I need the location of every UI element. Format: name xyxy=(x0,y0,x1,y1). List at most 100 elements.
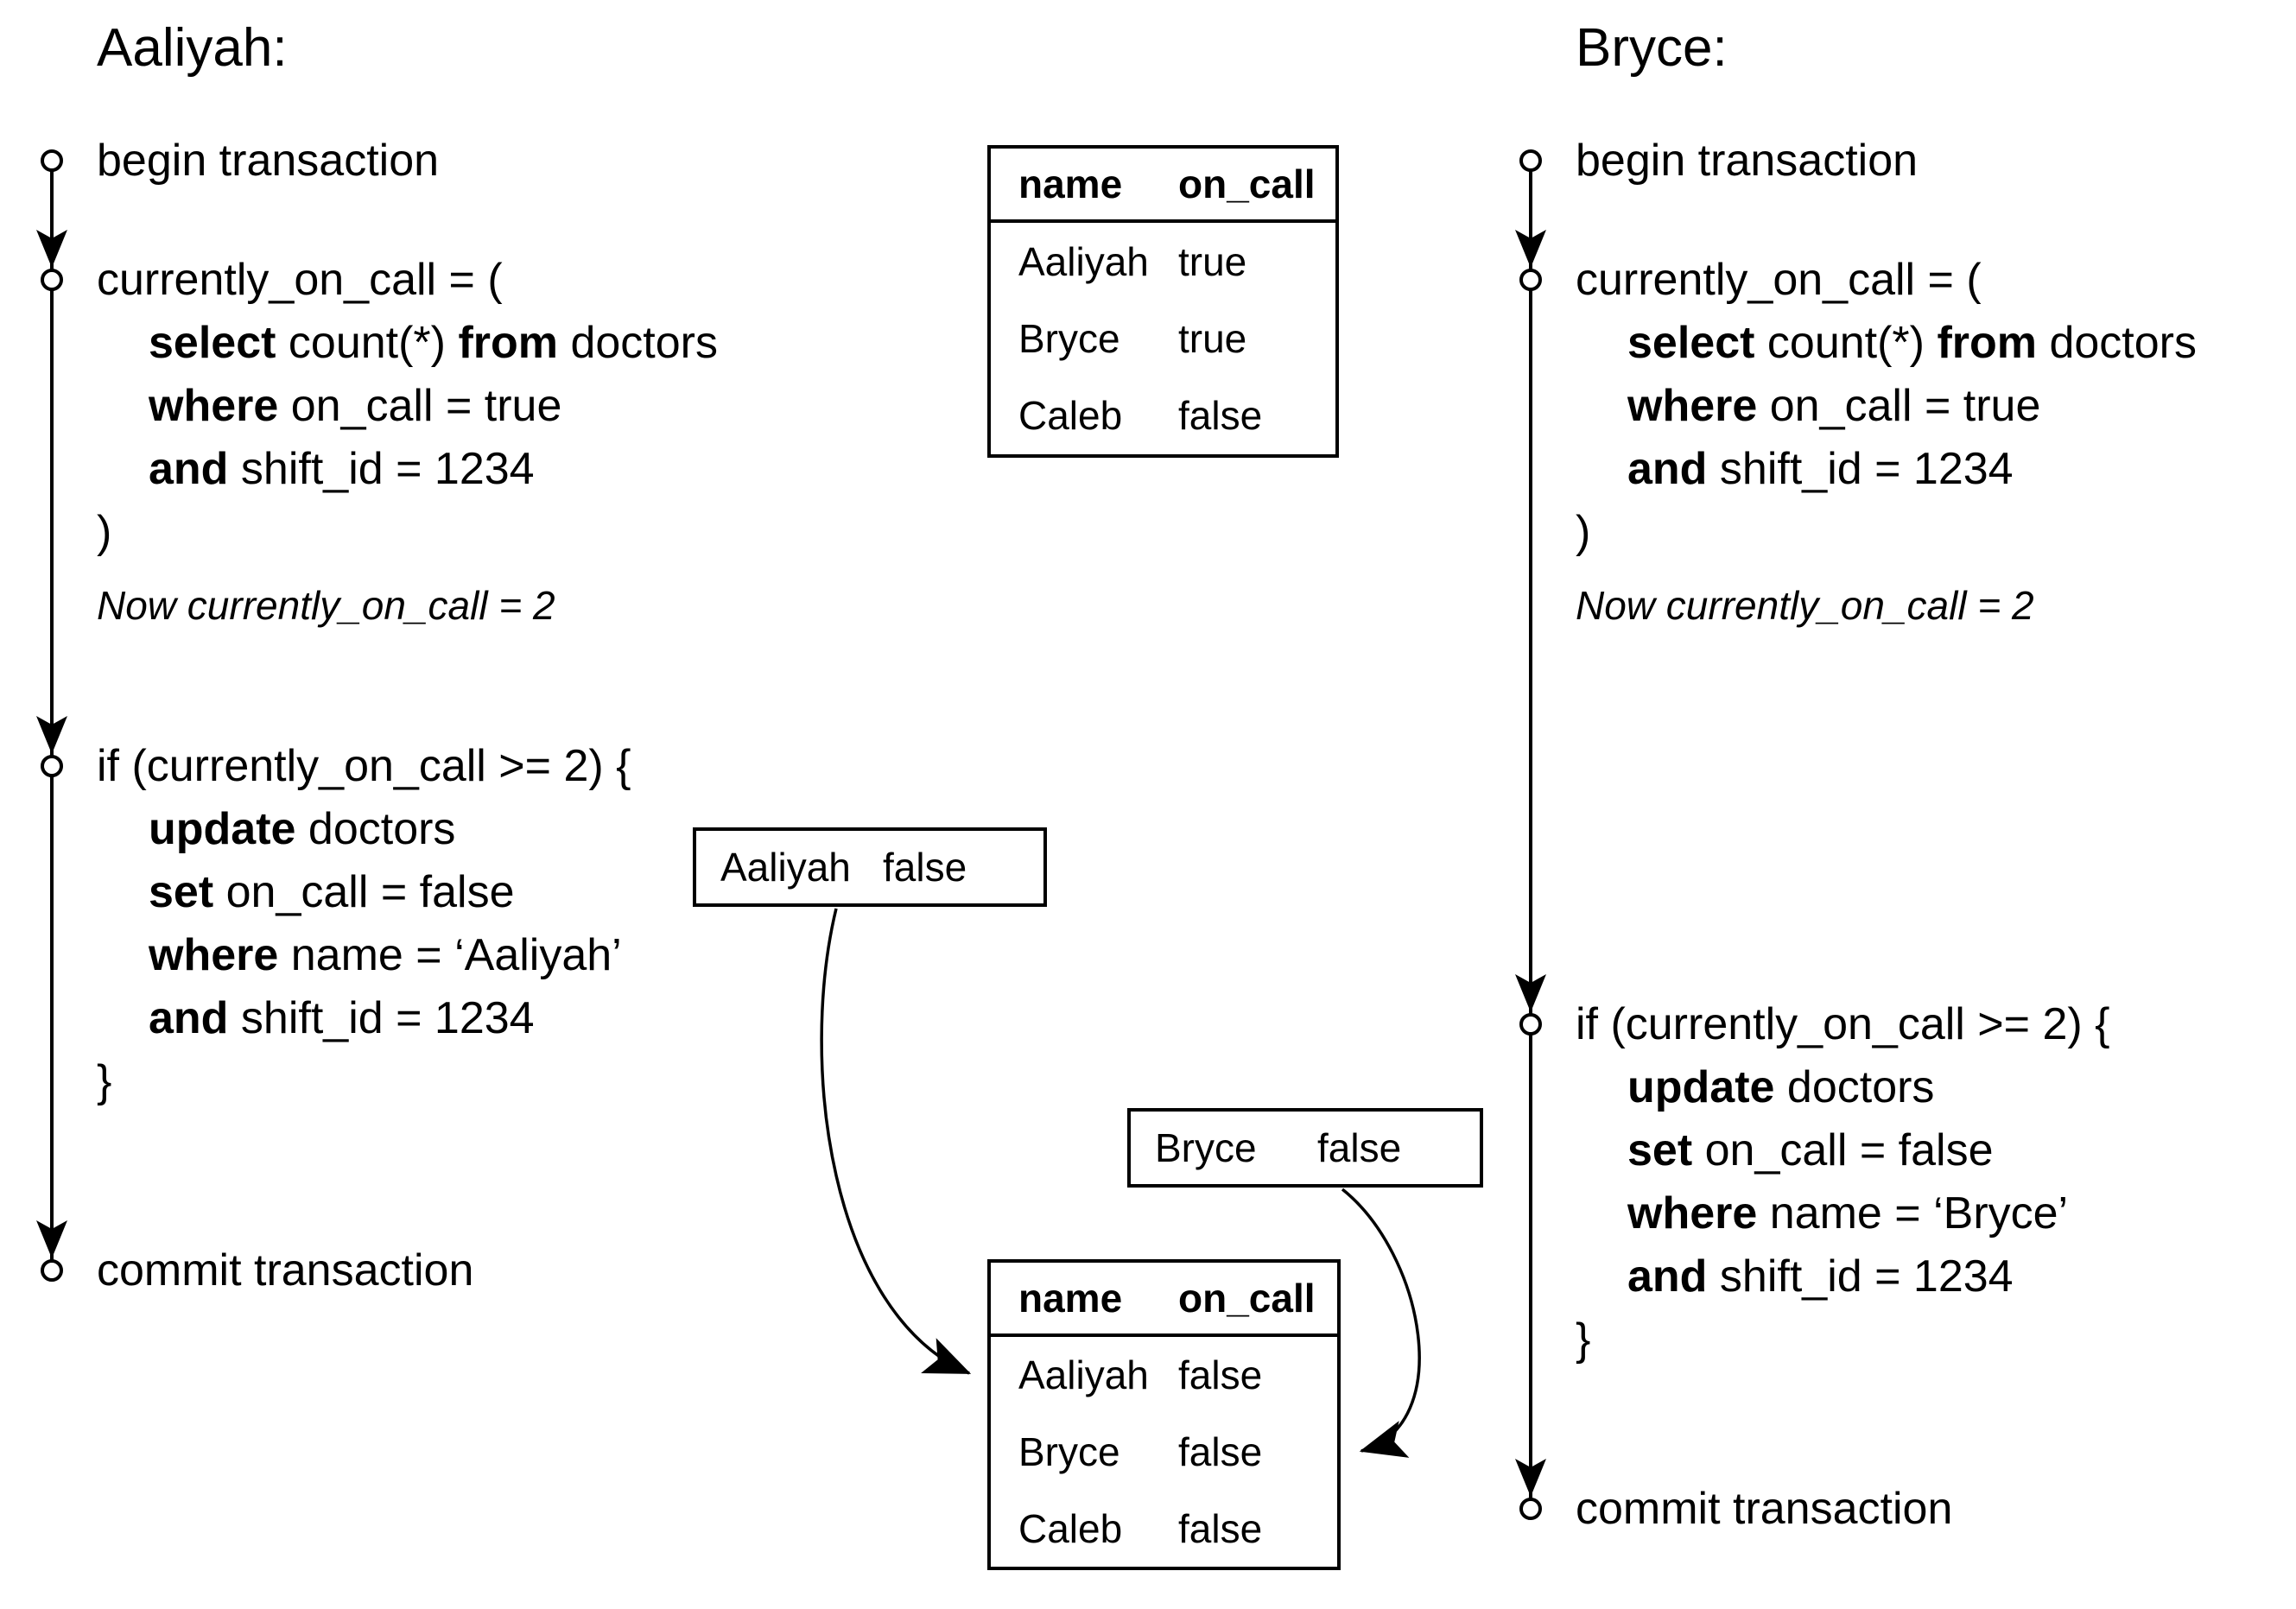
cell-on-call: false xyxy=(1178,1352,1263,1398)
down-arrowhead-icon xyxy=(1515,230,1546,268)
sql-where-name-line: where name = ‘Aaliyah’ xyxy=(149,933,622,978)
timeline-node-if xyxy=(1519,1013,1542,1036)
assign-close-line: ) xyxy=(1576,507,1591,557)
column-header-name: name xyxy=(1018,162,1123,206)
sql-keyword: set xyxy=(1627,1125,1693,1175)
cell-on-call: false xyxy=(1178,1429,1263,1474)
down-arrowhead-icon xyxy=(36,716,67,754)
timeline-node-select xyxy=(1519,269,1542,291)
sql-keyword: from xyxy=(1937,318,2037,368)
sql-keyword: and xyxy=(149,993,229,1043)
update-arrow-aaliyah xyxy=(820,908,972,1375)
sql-text: doctors xyxy=(295,804,456,854)
update-name: Aaliyah xyxy=(720,845,851,890)
sql-update-line: update doctors xyxy=(149,807,455,852)
sql-set-line: set on_call = false xyxy=(1627,1128,1994,1173)
sql-and-line: and shift_id = 1234 xyxy=(1627,1254,2014,1299)
sql-keyword: update xyxy=(149,804,296,854)
update-name: Bryce xyxy=(1155,1125,1257,1170)
sql-where-name-line: where name = ‘Bryce’ xyxy=(1627,1191,2068,1236)
sql-select-line: select count(*) from doctors xyxy=(1627,320,2197,365)
sql-text: count(*) xyxy=(1754,318,1938,368)
sql-text: doctors xyxy=(558,318,718,368)
sql-keyword: update xyxy=(1627,1062,1775,1112)
table-row: Aaliyah true xyxy=(991,223,1335,300)
sql-text: shift_id = 1234 xyxy=(1707,1251,2014,1302)
commit-transaction-label: commit transaction xyxy=(1576,1484,1953,1534)
sql-text: on_call = true xyxy=(278,381,562,431)
doctors-table-after: name on_call Aaliyah false Bryce false C… xyxy=(987,1259,1341,1570)
sql-text: name = ‘Aaliyah’ xyxy=(278,930,622,980)
timeline-node-if xyxy=(41,755,63,777)
sql-keyword: where xyxy=(1627,381,1758,431)
if-open-line: if (currently_on_call >= 2) { xyxy=(1576,999,2110,1049)
table-row: Caleb false xyxy=(991,377,1335,454)
sql-text: on_call = false xyxy=(213,867,515,917)
result-note: Now currently_on_call = 2 xyxy=(1576,583,2034,628)
sql-where-line: where on_call = true xyxy=(149,383,561,428)
column-header-on-call: on_call xyxy=(1178,1276,1316,1321)
table-header-row: name on_call xyxy=(991,149,1335,223)
sql-text: doctors xyxy=(2037,318,2197,368)
cell-name: Bryce xyxy=(1018,315,1120,361)
sql-keyword: set xyxy=(149,867,214,917)
down-arrowhead-icon xyxy=(1515,1459,1546,1497)
table-row: Bryce false xyxy=(991,1414,1337,1491)
sql-text: shift_id = 1234 xyxy=(228,444,535,494)
timeline-node-commit xyxy=(1519,1498,1542,1520)
timeline-node-begin xyxy=(1519,149,1542,172)
begin-transaction-label: begin transaction xyxy=(97,136,440,186)
cell-name: Aaliyah xyxy=(1018,1352,1149,1398)
begin-transaction-label: begin transaction xyxy=(1576,136,1919,186)
update-value: false xyxy=(883,845,967,890)
commit-transaction-label: commit transaction xyxy=(97,1245,474,1295)
sql-keyword: and xyxy=(149,444,229,494)
result-note: Now currently_on_call = 2 xyxy=(97,583,555,628)
down-arrowhead-icon xyxy=(1515,974,1546,1012)
update-value: false xyxy=(1317,1125,1402,1170)
sql-keyword: select xyxy=(149,318,276,368)
timeline-node-begin xyxy=(41,149,63,172)
column-title-aaliyah: Aaliyah: xyxy=(97,18,288,78)
cell-on-call: true xyxy=(1178,315,1247,361)
cell-name: Caleb xyxy=(1018,1505,1123,1551)
table-row: Aaliyah false xyxy=(991,1337,1337,1414)
column-header-name: name xyxy=(1018,1276,1123,1321)
column-title-bryce: Bryce: xyxy=(1576,18,1728,78)
timeline-node-select xyxy=(41,269,63,291)
sql-text: shift_id = 1234 xyxy=(1707,444,2014,494)
down-arrowhead-icon xyxy=(36,230,67,268)
sql-keyword: select xyxy=(1627,318,1755,368)
update-box-bryce: Bryce false xyxy=(1127,1108,1483,1188)
sql-where-line: where on_call = true xyxy=(1627,383,2040,428)
cell-name: Aaliyah xyxy=(1018,238,1149,284)
sql-update-line: update doctors xyxy=(1627,1065,1934,1110)
column-header-on-call: on_call xyxy=(1178,162,1316,206)
sql-and-line: and shift_id = 1234 xyxy=(149,447,535,491)
sql-and-line: and shift_id = 1234 xyxy=(149,996,535,1041)
sql-text: shift_id = 1234 xyxy=(228,993,535,1043)
sql-keyword: and xyxy=(1627,444,1708,494)
sql-keyword: from xyxy=(458,318,558,368)
sql-text: on_call = true xyxy=(1757,381,2041,431)
if-open-line: if (currently_on_call >= 2) { xyxy=(97,741,631,791)
if-close-line: } xyxy=(1576,1314,1591,1365)
table-row: Caleb false xyxy=(991,1490,1337,1567)
down-arrowhead-icon xyxy=(36,1220,67,1258)
table-row: Bryce true xyxy=(991,300,1335,377)
assign-open-line: currently_on_call = ( xyxy=(97,255,503,305)
sql-keyword: where xyxy=(149,930,279,980)
cell-name: Bryce xyxy=(1018,1429,1120,1474)
assign-close-line: ) xyxy=(97,507,112,557)
update-box-aaliyah: Aaliyah false xyxy=(693,827,1047,907)
sql-text: count(*) xyxy=(276,318,459,368)
cell-on-call: true xyxy=(1178,238,1247,284)
if-close-line: } xyxy=(97,1056,112,1106)
sql-and-line: and shift_id = 1234 xyxy=(1627,447,2014,491)
sql-text: name = ‘Bryce’ xyxy=(1757,1188,2069,1238)
cell-on-call: false xyxy=(1178,1505,1263,1551)
sql-select-line: select count(*) from doctors xyxy=(149,320,718,365)
cell-on-call: false xyxy=(1178,393,1263,439)
